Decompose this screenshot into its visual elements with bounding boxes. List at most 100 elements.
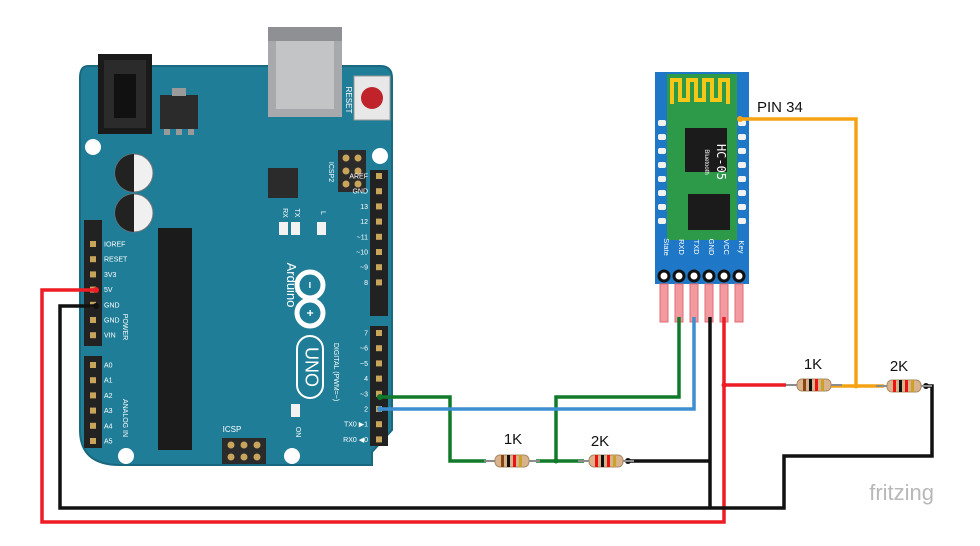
power-pin-label: IOREF [104,242,125,249]
module-pin[interactable] [657,269,671,283]
wire-end [93,287,99,293]
module-chip [685,128,727,172]
digital-pin-label: 2 [364,407,368,414]
module-pin-lead [659,283,669,323]
power-pin-label: 5V [104,287,113,294]
digital-pin-label: ~5 [360,361,368,368]
digital-pin[interactable] [376,345,382,352]
digital-pin[interactable] [376,188,382,195]
resistor[interactable] [786,378,842,392]
digital-pin-label: 7 [364,331,368,338]
brand-label: Arduino [284,263,299,308]
module-pin[interactable] [702,269,716,283]
power-jack [98,54,152,134]
power-pin-label: 3V3 [104,272,117,279]
wire-orange[interactable] [740,117,858,386]
wire-blue[interactable] [380,317,696,411]
digital-pin-label: 8 [364,280,368,287]
module-pin-label: VCC [722,239,731,255]
castellation [658,218,666,224]
analog-pin-label: A0 [104,363,113,370]
digital-pin-label: ~10 [356,250,368,257]
castellation [738,134,746,140]
digital-label: DIGITAL (PWM=~) [332,343,339,401]
module-pin-lead [704,283,714,323]
module-pin-label: TXD [692,240,701,256]
analog-pin[interactable] [90,422,96,429]
module-pin[interactable] [672,269,686,283]
reset-button[interactable] [353,75,391,121]
atmega-chip [158,228,192,450]
analog-pin[interactable] [90,438,96,444]
module-pin-label: RXD [677,239,686,255]
module-pin[interactable] [717,269,731,283]
castellation [738,190,746,196]
power-pin-label: GND [104,318,120,325]
module-pin[interactable] [732,269,746,283]
analog-pin-label: A1 [104,378,113,385]
usb-chip [268,168,298,198]
analog-header [84,356,102,448]
castellation [738,162,746,168]
module-pin-lead [734,283,744,323]
power-pin[interactable] [90,241,96,247]
digital-pin[interactable] [376,264,382,271]
module-name: HC-05 [714,144,728,180]
uno-badge: UNO [296,335,324,399]
resistor-1k-label-right: 1K [804,356,822,373]
digital-pin[interactable] [376,375,382,382]
power-pin[interactable] [90,271,96,278]
digital-pin[interactable] [376,203,382,210]
wire-end [377,406,383,412]
digital-pin[interactable] [376,436,382,443]
castellation [658,148,666,154]
icsp2-label: ICSP2 [327,162,334,182]
castellation [658,204,666,210]
analog-pin-label: A2 [104,393,113,400]
digital-pin[interactable] [376,218,382,225]
resistor[interactable] [876,379,932,393]
analog-pin[interactable] [90,407,96,414]
digital-pin-label: RX0 ◀0 [343,437,368,444]
reset-label: RESET [344,87,353,114]
wire-red[interactable] [40,288,786,524]
digital-pin-label: 12 [360,219,368,226]
wire-green[interactable] [380,395,486,463]
resistor[interactable] [484,454,540,468]
resistor-2k-label-right: 2K [890,358,908,375]
wires [40,116,934,524]
analog-pin-label: A4 [104,423,113,430]
resistor-2k-label-left: 2K [591,433,609,450]
resistors [484,378,932,468]
resistor[interactable] [578,454,634,468]
power-pin[interactable] [90,317,96,323]
digital-pin[interactable] [376,360,382,367]
digital-pin[interactable] [376,233,382,240]
digital-pin-label: ~6 [360,346,368,353]
digital-pin-label: GND [352,189,368,196]
wire-green-rxd[interactable] [536,317,681,463]
module-pin[interactable] [687,269,701,283]
analog-pin[interactable] [90,392,96,399]
analog-pin[interactable] [90,377,96,384]
wire-black[interactable] [58,304,934,510]
capacitor [114,153,154,193]
digital-pin[interactable] [376,249,382,255]
power-pin[interactable] [90,256,96,263]
on-label: ON [294,427,301,438]
digital-pin[interactable] [376,330,382,336]
castellation [658,134,666,140]
digital-pin[interactable] [376,421,382,428]
digital-pin[interactable] [376,390,382,397]
l-label: L [319,211,326,215]
arduino-uno-board: RESET ICSP2 RX TX L − + Arduino UNO [79,27,393,466]
digital-pin[interactable] [376,173,382,179]
analog-pin[interactable] [90,362,96,368]
icsp-label: ICSP [223,425,242,434]
power-pin[interactable] [90,332,96,339]
digital-header-top [370,170,388,316]
digital-pin[interactable] [376,279,382,286]
